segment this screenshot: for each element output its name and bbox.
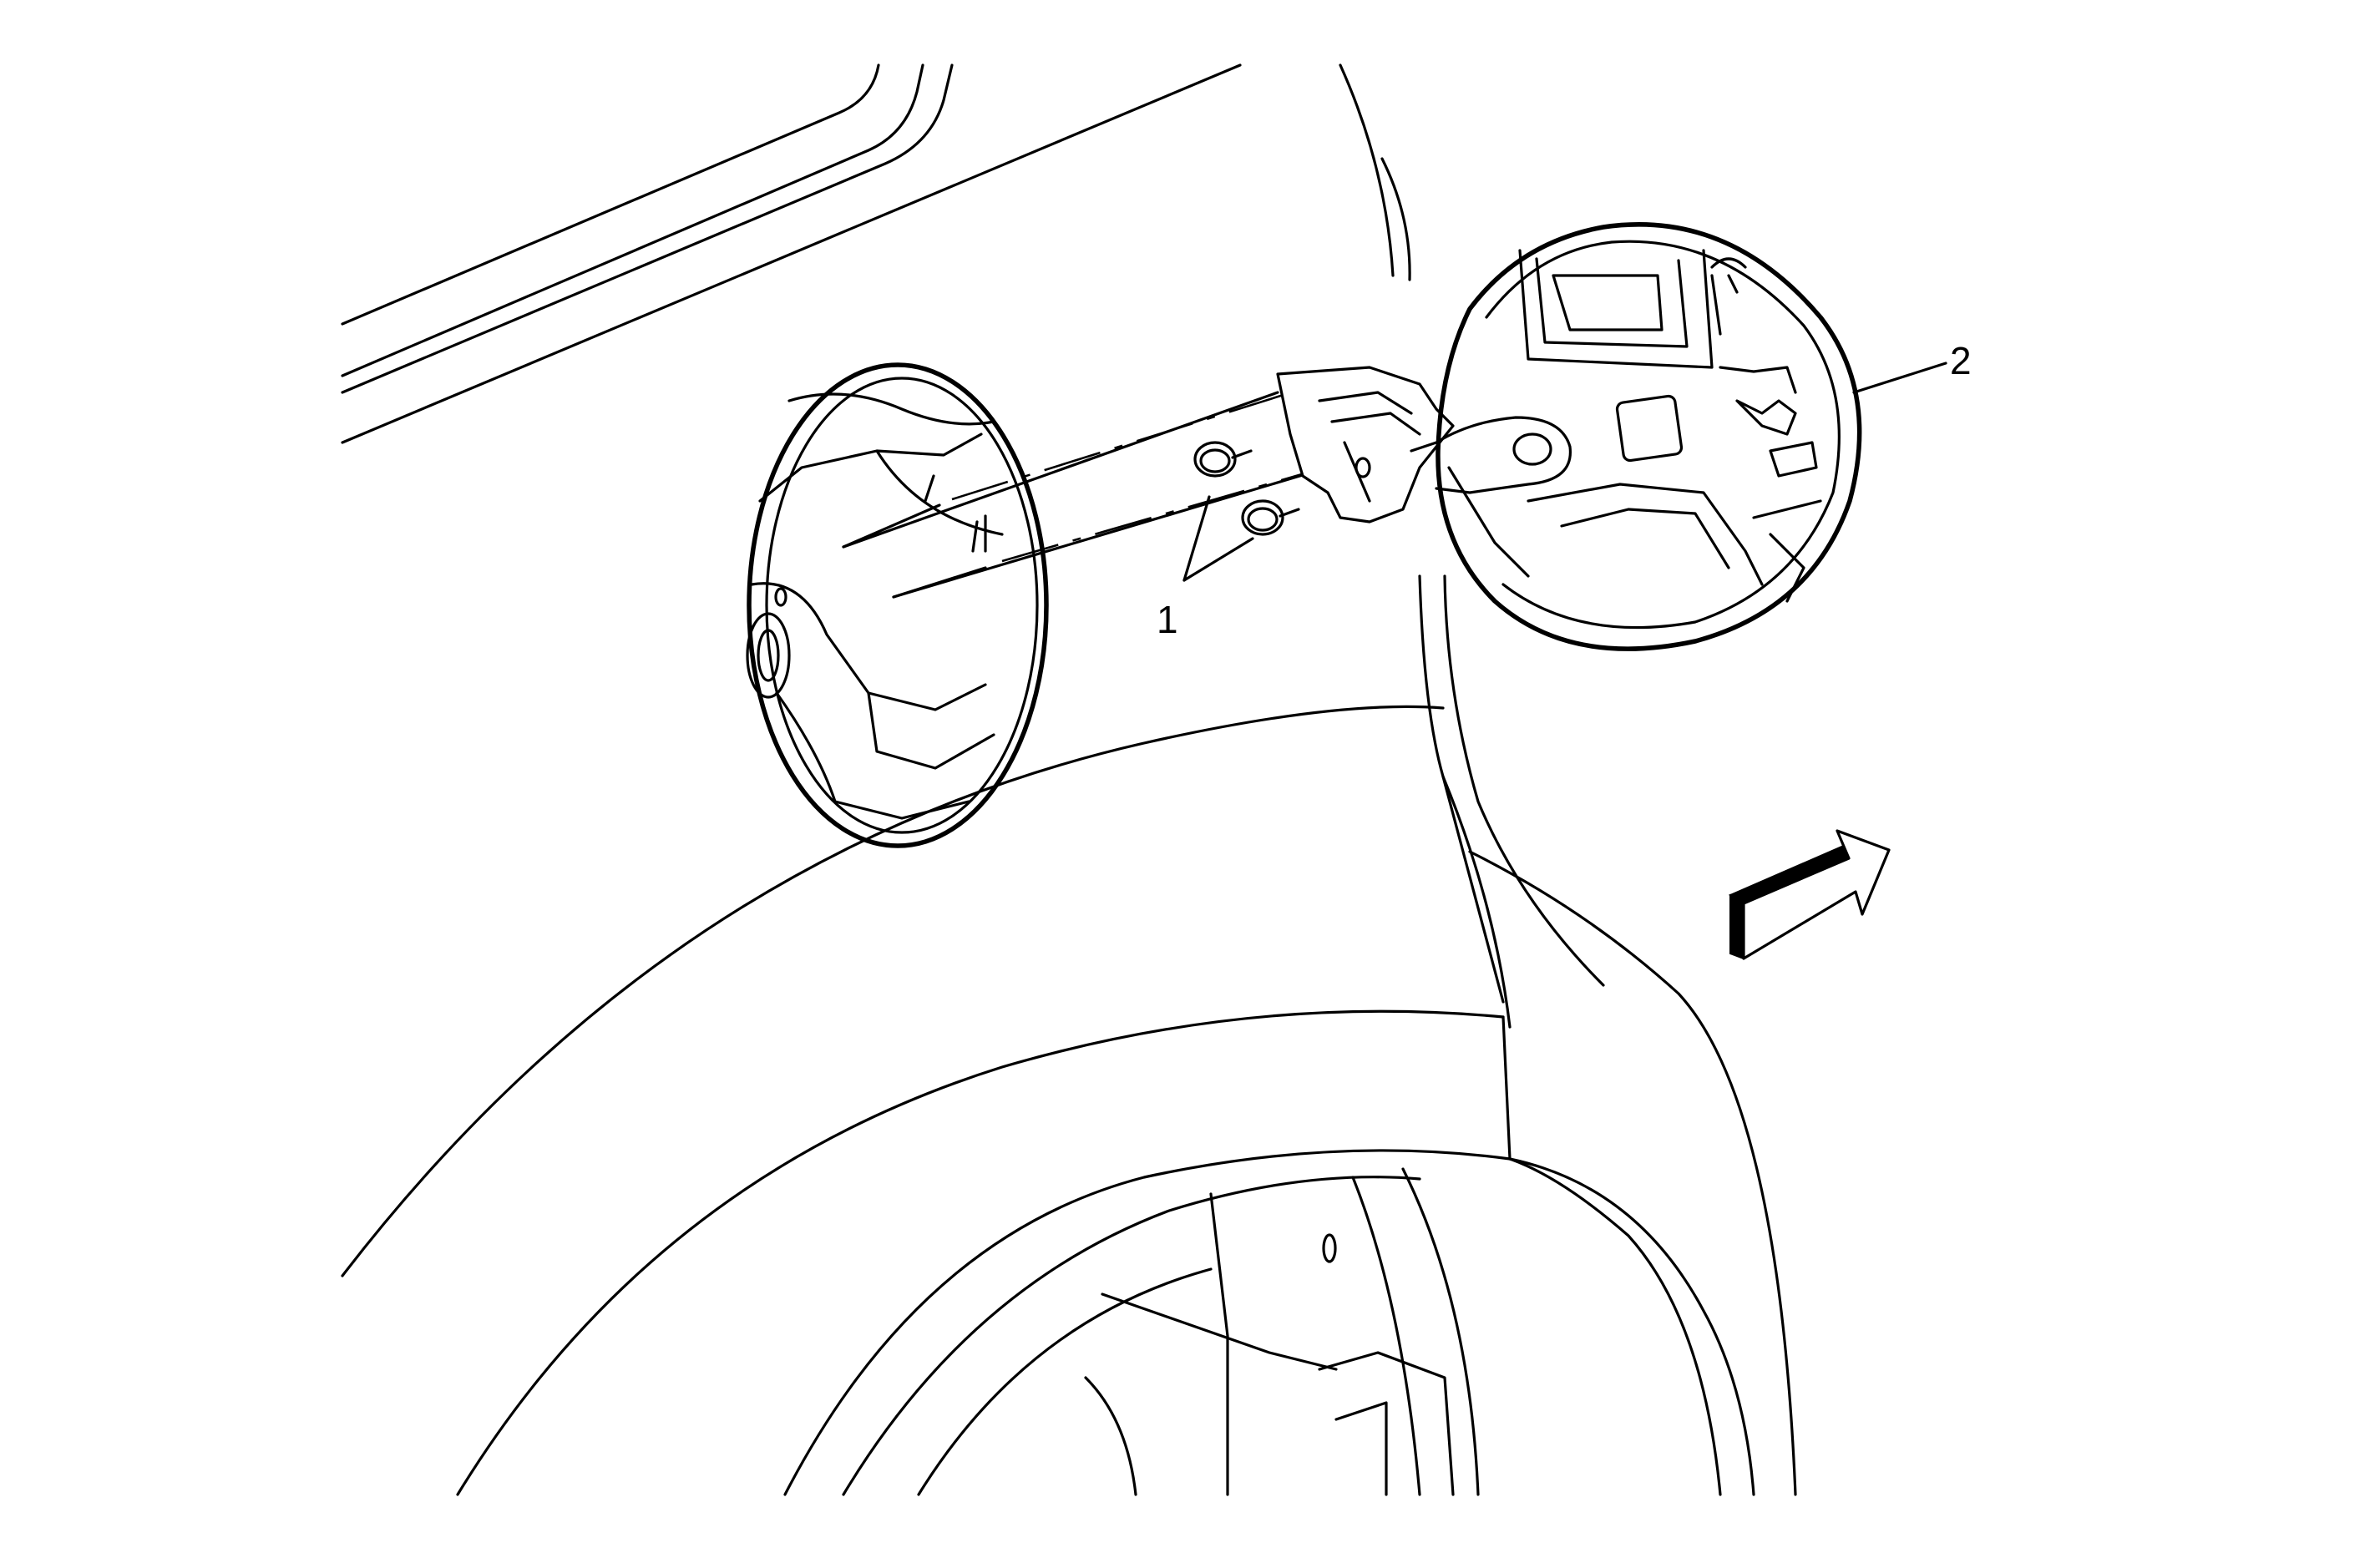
- door-seam: [1339, 63, 1605, 1004]
- wheel-opening: [783, 1149, 1512, 1496]
- fuel-filler-pocket: [746, 362, 1049, 848]
- window-frame: [341, 63, 1242, 444]
- callout-1-label: 1: [1157, 598, 1178, 641]
- bolt-lower: [1241, 499, 1300, 536]
- alignment-lines: [842, 391, 1337, 599]
- callout-2-label: 2: [1950, 339, 1972, 382]
- bolt-upper: [1193, 441, 1253, 478]
- quarter-panel: [341, 705, 1797, 1496]
- callout-leaders: [1182, 362, 1947, 582]
- forward-direction-arrow-icon: [1728, 829, 1891, 960]
- fuel-door: [1436, 222, 1862, 651]
- hinge-bolts: [1193, 441, 1300, 536]
- fuel-door-hinge: [1276, 366, 1572, 524]
